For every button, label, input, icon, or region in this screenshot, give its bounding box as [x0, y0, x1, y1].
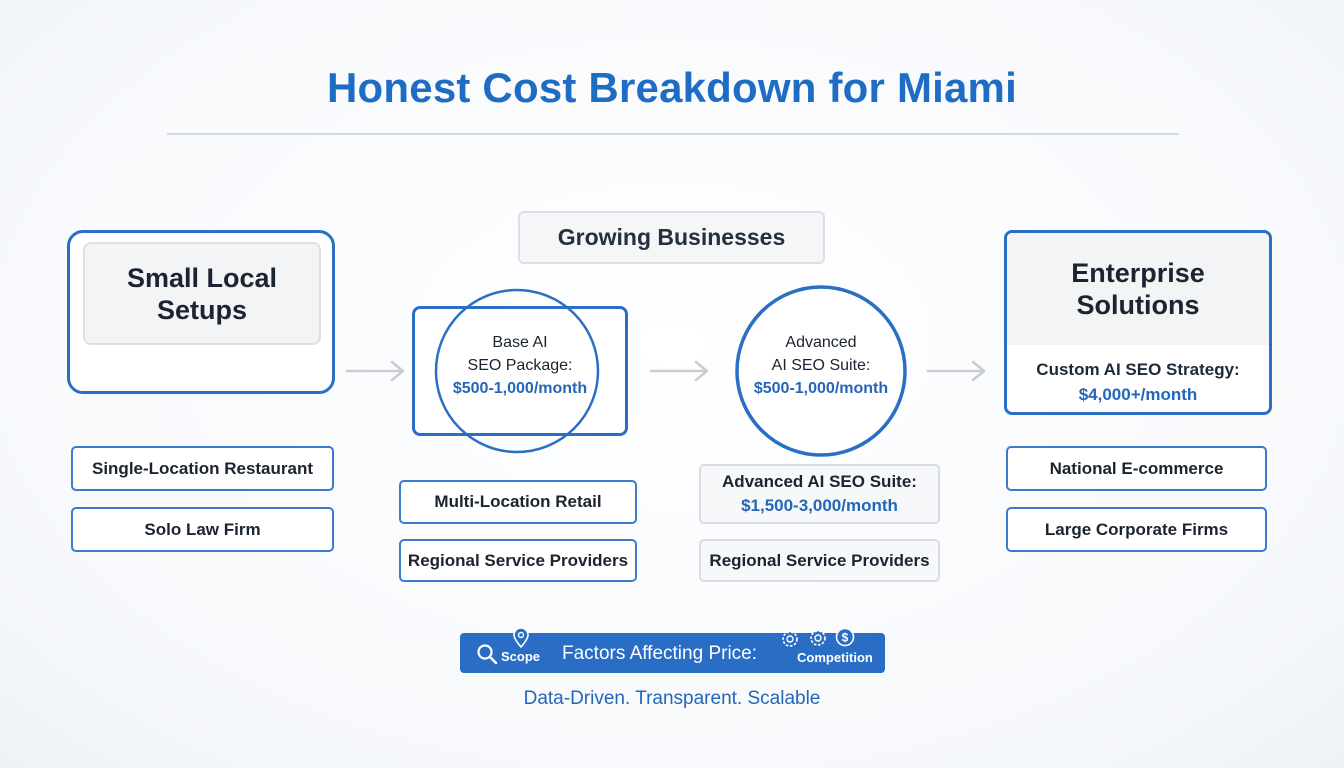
- base-package-text: Base AI SEO Package: $500-1,000/month: [422, 331, 618, 400]
- arrow-right-icon: [649, 360, 709, 382]
- advanced-suite-name-line1: Advanced: [785, 334, 857, 351]
- base-package-price: $500-1,000/month: [452, 380, 588, 397]
- enterprise-strategy-label: Custom AI SEO Strategy:: [1036, 360, 1240, 379]
- advanced-suite-text: Advanced AI SEO Suite: $500-1,000/month: [731, 331, 911, 400]
- arrow-right-icon: [926, 360, 986, 382]
- small-local-card: Small Local Setups: [67, 230, 335, 394]
- base-package-name-line1: Base AI: [492, 334, 548, 351]
- advanced-suite-detail: Advanced AI SEO Suite: $1,500-3,000/mont…: [699, 464, 940, 524]
- factor-competition: Competition: [797, 650, 873, 665]
- example-pill: Solo Law Firm: [71, 507, 334, 552]
- growing-businesses-heading: Growing Businesses: [518, 211, 825, 264]
- advanced-detail-name: Advanced AI SEO Suite:: [722, 472, 917, 491]
- example-pill: Large Corporate Firms: [1006, 507, 1267, 552]
- page-title: Honest Cost Breakdown for Miami: [327, 64, 1017, 111]
- enterprise-heading: Enterprise Solutions: [1007, 233, 1269, 345]
- title-divider: [167, 133, 1179, 135]
- svg-text:$: $: [842, 631, 849, 645]
- base-package-circle: [434, 288, 600, 454]
- factors-label: Factors Affecting Price:: [562, 643, 758, 664]
- gear-icon: [782, 631, 798, 647]
- small-local-heading: Small Local Setups: [83, 242, 321, 345]
- enterprise-pricing: Custom AI SEO Strategy: $4,000+/month: [1007, 357, 1269, 407]
- advanced-suite-circle: [735, 285, 907, 457]
- gear-icon: [810, 630, 826, 646]
- factor-scope: Scope: [501, 649, 541, 664]
- factors-bar: Scope Factors Affecting Price: $ Competi…: [460, 627, 885, 673]
- base-package-name-line2: SEO Package:: [467, 357, 573, 374]
- location-pin-icon: [513, 627, 529, 649]
- example-pill: Multi-Location Retail: [399, 480, 637, 524]
- enterprise-card: Enterprise Solutions Custom AI SEO Strat…: [1004, 230, 1272, 415]
- dollar-coin-icon: $: [835, 627, 855, 647]
- example-pill: Regional Service Providers: [399, 539, 637, 582]
- search-icon: [477, 644, 498, 665]
- enterprise-price: $4,000+/month: [1078, 385, 1198, 404]
- advanced-suite-price: $500-1,000/month: [753, 380, 889, 397]
- example-pill: Single-Location Restaurant: [71, 446, 334, 491]
- example-pill: Regional Service Providers: [699, 539, 940, 582]
- arrow-right-icon: [345, 360, 405, 382]
- example-pill: National E-commerce: [1006, 446, 1267, 491]
- advanced-detail-price: $1,500-3,000/month: [741, 496, 898, 515]
- advanced-suite-name-line2: AI SEO Suite:: [771, 357, 871, 374]
- tagline: Data-Driven. Transparent. Scalable: [523, 688, 821, 709]
